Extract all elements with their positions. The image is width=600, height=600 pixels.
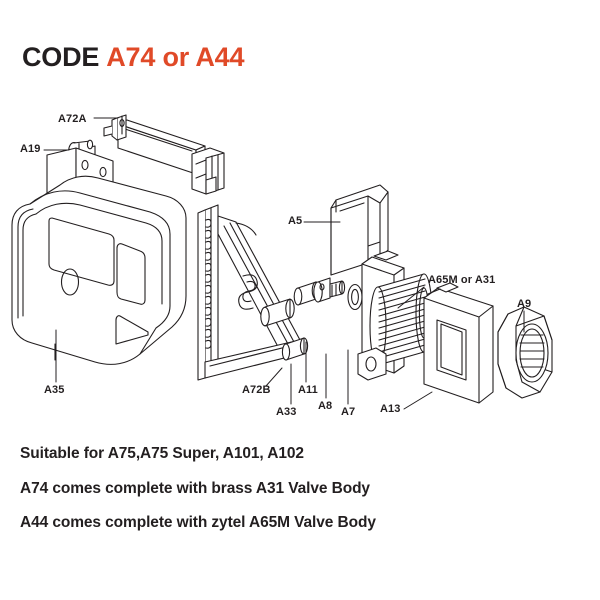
callout-a9: A9 <box>517 298 532 310</box>
note-line-a74: A74 comes complete with brass A31 Valve … <box>20 479 370 497</box>
compatibility-notes: Suitable for A75,A75 Super, A101, A102 A… <box>20 446 580 550</box>
part-a72a-float-arm <box>103 114 225 195</box>
leader-a65m <box>397 286 425 309</box>
callout-leader-lines <box>43 117 525 410</box>
callout-a35: A35 <box>44 384 65 396</box>
callout-a5: A5 <box>288 215 303 227</box>
leader-a13 <box>403 391 433 410</box>
title-code-value: A74 or A44 <box>106 42 245 72</box>
diagram-illustration <box>11 114 553 410</box>
note-line-suitable-for: Suitable for A75,A75 Super, A101, A102 <box>20 445 304 462</box>
part-a13-gasket-plate <box>423 282 494 404</box>
part-a11-secondary-pin <box>260 298 295 327</box>
note-line-a44: A44 comes complete with zytel A65M Valve… <box>20 514 376 531</box>
part-a33-pin <box>281 337 309 361</box>
part-a9-hex-nut <box>497 306 553 399</box>
callout-a65m-or-a31: A65M or A31 <box>428 274 496 286</box>
part-a8-bolt <box>313 277 346 303</box>
callout-a19: A19 <box>20 143 41 155</box>
callout-a72b: A72B <box>242 384 271 396</box>
part-a35-float-housing <box>11 147 187 365</box>
part-a65m-valve-body <box>357 250 433 381</box>
callout-a13: A13 <box>380 403 401 415</box>
callout-a11: A11 <box>298 384 318 396</box>
part-a11-roller-pin <box>293 281 321 306</box>
exploded-parts-diagram: A72A A19 A5 A65M or A31 A9 A35 A72B A11 … <box>0 92 600 432</box>
leader-a72b <box>265 367 283 387</box>
callout-a7: A7 <box>341 406 356 418</box>
callout-a33: A33 <box>276 406 297 418</box>
callout-a8: A8 <box>318 400 333 412</box>
part-a7-oring <box>347 283 363 311</box>
title-code-word: CODE <box>22 42 100 72</box>
callout-a72a: A72A <box>58 113 87 125</box>
